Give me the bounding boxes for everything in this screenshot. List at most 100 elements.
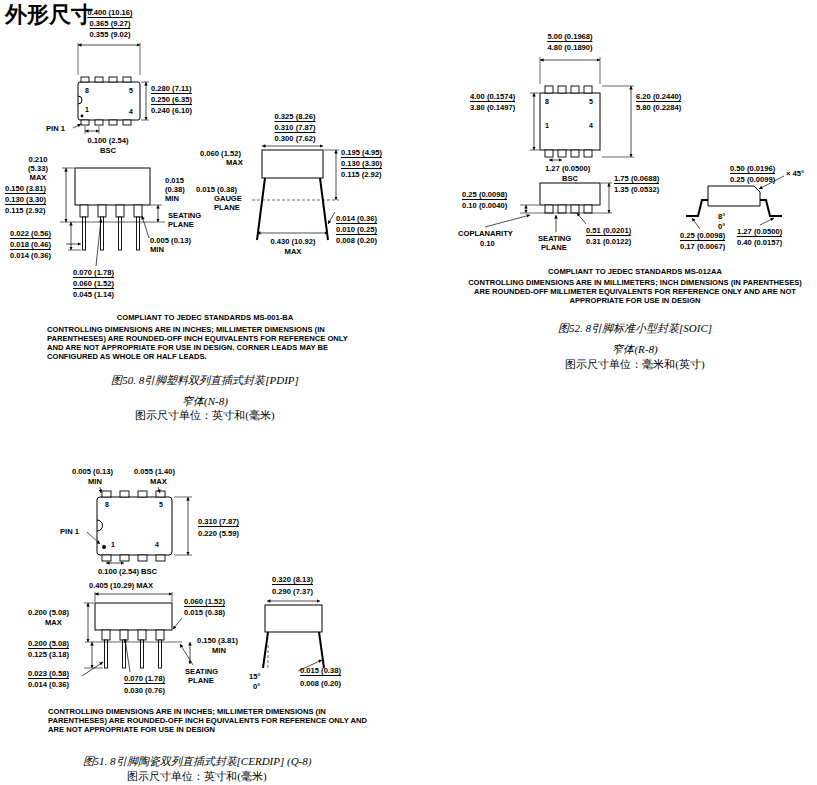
- design-note: CONTROLLING DIMENSIONS ARE IN INCHES; MI…: [48, 707, 368, 734]
- dimension-label: 0.014 (0.36): [10, 251, 51, 260]
- dimension-label: 0.010 (0.25): [336, 225, 377, 235]
- dimension-label: PLANE: [214, 203, 240, 212]
- pdip-top-view-outline-shape: [109, 77, 117, 82]
- soic-top-view-outline-shape: [558, 150, 566, 157]
- dimension-label: MAX: [285, 247, 302, 256]
- dimension-label: 0.200 (5.08): [28, 639, 69, 649]
- dimension-label: 0.250 (6.35): [151, 95, 192, 105]
- soic-side-view-dimension-line: [577, 213, 586, 224]
- dimension-label: 0.40 (0.0157): [737, 238, 782, 247]
- soic-side-view-dimension-line: [526, 205, 527, 213]
- cerdip-top-view: [87, 487, 192, 563]
- dimension-label: 0.055 (1.40): [134, 467, 175, 476]
- soic-top-view-outline-shape: [584, 86, 592, 93]
- dimension-label: BSC: [562, 174, 578, 183]
- cerdip-side-view: [82, 592, 193, 676]
- pdip-end-view-lead-path: [320, 178, 328, 240]
- cerdip-side-view-dimension-line: [82, 662, 103, 676]
- pin-number: 8: [545, 98, 549, 106]
- dimension-label: MAX: [226, 158, 243, 167]
- pdip-side-view-dimension-line: [158, 205, 159, 222]
- cerdip-side-view-dimension-line: [84, 603, 94, 604]
- soic-side-view-dimension-line: [601, 183, 612, 184]
- pdip-end-view-dimension-line: [257, 233, 328, 234]
- pdip-end-view-dimension-line: [324, 150, 339, 151]
- dimension-label: 0.240 (6.10): [151, 106, 192, 115]
- dimension-label: 0.015 (0.38): [300, 666, 341, 676]
- pdip-end-view-lead-path: [257, 178, 265, 240]
- pdip-top-view-lead-path: [78, 96, 82, 104]
- soic-side-view-outline-shape: [571, 205, 579, 213]
- pdip-top-view-outline-shape: [95, 77, 103, 82]
- soic-top-view-outline-shape: [545, 150, 553, 157]
- cerdip-side-view-outline-shape: [138, 630, 146, 640]
- dimension-label: PLANE: [541, 243, 567, 252]
- dimension-label: 0.070 (1.78): [124, 674, 165, 684]
- dimension-label: 0.130 (3.30): [5, 195, 46, 205]
- pdip-end-view-dimension-line: [336, 150, 337, 200]
- cerdip-top-view-lead-path: [97, 520, 103, 531]
- soic-end-view-lead-path: [760, 200, 782, 216]
- cerdip-end-view-lead-path: [263, 632, 268, 668]
- dimension-label: 15°: [249, 672, 260, 681]
- dimension-label: 0.31 (0.0122): [586, 237, 631, 246]
- pdip-end-view: [252, 146, 339, 240]
- dimension-label: (5.33): [28, 164, 48, 173]
- dimension-label: 6.20 (0.2440): [636, 92, 681, 102]
- dimension-label: 0.018 (0.46): [10, 240, 51, 250]
- pdip-top-view-dimension-line: [85, 131, 99, 132]
- dimension-label: 0.17 (0.0067): [680, 242, 725, 251]
- dimension-label: 0.008 (0.20): [336, 236, 377, 245]
- figure-caption: 图52. 8引脚标准小型封装[SOIC]: [558, 322, 712, 335]
- cerdip-top-view-outline-shape: [120, 491, 129, 497]
- dimension-label: 0.060 (1.52): [73, 279, 114, 289]
- pdip-top-view-outline-shape: [81, 77, 89, 82]
- pin-number: 4: [589, 122, 593, 130]
- soic-end-view: [686, 176, 784, 229]
- pdip-end-view-dimension-line: [328, 212, 335, 224]
- dimension-label: 0.022 (0.56): [10, 229, 51, 239]
- dimension-label: MIN: [150, 245, 164, 254]
- dimension-label: 1.75 (0.0688): [614, 174, 659, 184]
- dimension-label: 0.150 (3.81): [5, 184, 46, 194]
- dimension-label: 0.130 (3.30): [341, 159, 382, 169]
- cerdip-side-view-outline-shape: [95, 603, 172, 630]
- dimension-label: 0.355 (9.02): [90, 30, 131, 39]
- dimension-label: 0.405 (10.29) MAX: [89, 581, 153, 590]
- cerdip-side-view-outline-shape: [141, 640, 144, 668]
- dimension-label: 4.80 (0.1890): [547, 43, 592, 52]
- pdip-top-view-dimension-line: [73, 124, 81, 128]
- pin-number: 8: [85, 87, 89, 95]
- dimension-label: 0.100 (2.54) BSC: [98, 567, 157, 576]
- dimension-label: 3.80 (0.1497): [470, 103, 515, 112]
- dimension-label: 0.030 (0.76): [124, 686, 165, 695]
- dimension-label: MIN: [88, 477, 102, 486]
- dimension-label: MAX: [150, 477, 167, 486]
- cerdip-side-view-dimension-line: [95, 594, 172, 595]
- cerdip-side-view-dimension-line: [92, 642, 93, 668]
- dimension-label: 0.280 (7.11): [151, 84, 192, 94]
- dimension-label: 0.25 (0.0098): [462, 190, 507, 200]
- cerdip-side-view-dimension-line: [180, 644, 193, 665]
- dimension-label: 0.015: [165, 176, 184, 185]
- dimension-label: 0.045 (1.14): [73, 290, 114, 299]
- pdip-top-view-outline-shape: [109, 120, 117, 125]
- soic-top-view-dimension-line: [540, 57, 541, 84]
- soic-side-view-dimension-line: [485, 215, 530, 227]
- dimension-label: 0.200 (5.08): [28, 608, 69, 617]
- soic-top-view-dimension-line: [602, 86, 634, 87]
- cerdip-end-view: [263, 601, 324, 671]
- pdip-side-view-outline-shape: [80, 205, 88, 217]
- pin-number: 8: [105, 501, 109, 509]
- pdip-top-view-outline-shape: [123, 77, 131, 82]
- pin-number: 5: [589, 98, 593, 106]
- dimension-label: COMPLIANT TO JEDEC STANDARDS MS-012AA: [548, 267, 722, 276]
- dimension-label: 0.325 (8.26): [275, 112, 316, 122]
- soic-side-view-outline-shape: [558, 205, 566, 213]
- pdip-top-view-dimension-line: [141, 82, 149, 83]
- cerdip-top-view-pin1-dot: [102, 545, 106, 549]
- pdip-side-view-dimension-line: [151, 205, 162, 206]
- soic-top-view-dimension-line: [530, 93, 539, 94]
- page-title: 外形尺寸: [5, 2, 93, 28]
